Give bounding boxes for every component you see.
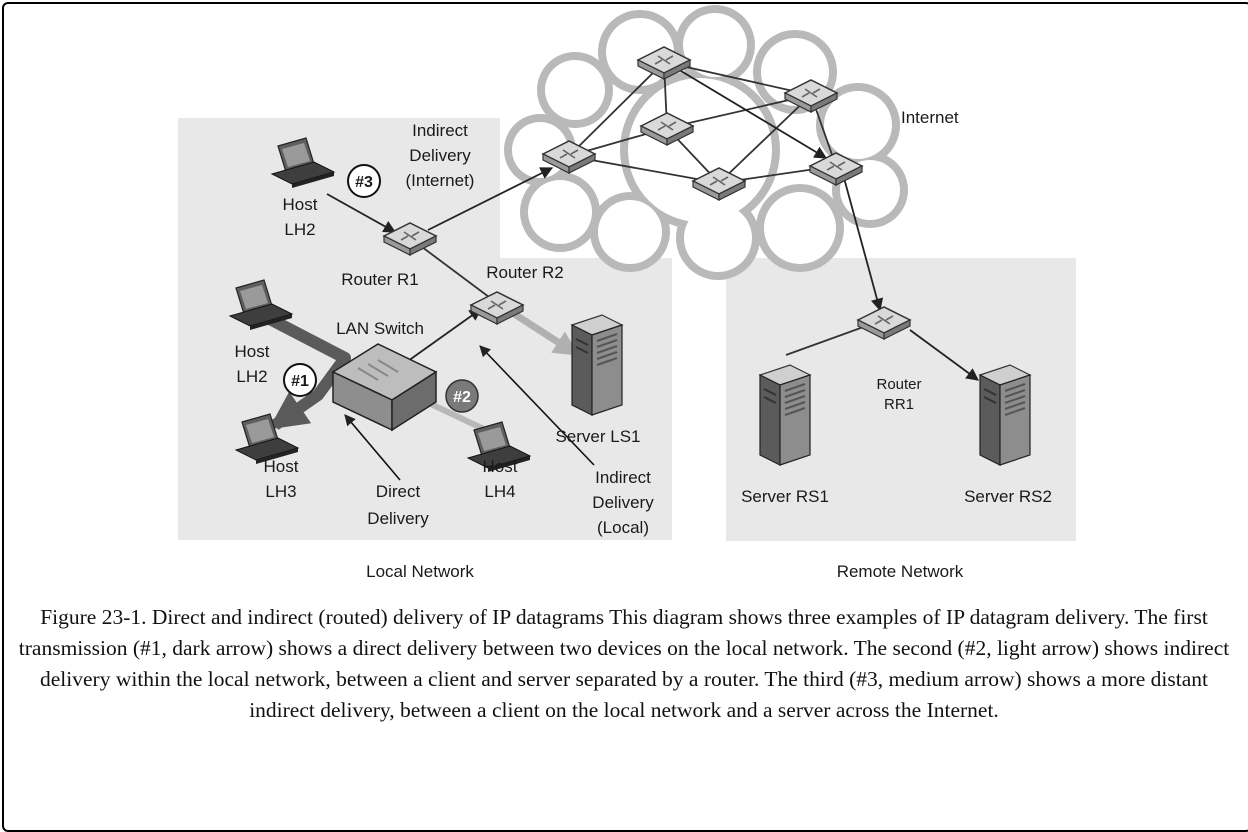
server-rs1 (759, 364, 811, 466)
local-network-region (178, 118, 672, 540)
svg-text:#3: #3 (355, 174, 373, 191)
server-rs1-label: Server RS1 (741, 487, 829, 506)
svg-text:#2: #2 (453, 389, 471, 406)
indirect-internet-label-2: Delivery (409, 146, 471, 165)
router-r1-label: Router R1 (341, 270, 418, 289)
remote-network-label: Remote Network (837, 562, 964, 581)
indirect-internet-label-3: (Internet) (406, 171, 475, 190)
server-rs2 (979, 364, 1031, 466)
figure-caption: Figure 23-1. Direct and indirect (routed… (18, 605, 1230, 722)
svg-text:#1: #1 (291, 373, 309, 390)
callout-arrows (344, 345, 595, 481)
server-ls1 (571, 314, 623, 416)
server-rs2-label: Server RS2 (964, 487, 1052, 506)
local-network-label: Local Network (366, 562, 474, 581)
direct-delivery-label-1: Direct (376, 482, 421, 501)
indirect-local-label-1: Indirect (595, 468, 651, 487)
lan-switch-label: LAN Switch (336, 319, 424, 338)
host-lh2-top-label-2: LH2 (284, 220, 315, 239)
host-lh2-top-label-1: Host (283, 195, 318, 214)
host-lh3-label-1: Host (264, 457, 299, 476)
host-lh3-label-2: LH3 (265, 482, 296, 501)
router-r2-label: Router R2 (486, 263, 563, 282)
host-lh2-mid-label-2: LH2 (236, 367, 267, 386)
lan-switch (331, 343, 438, 432)
indirect-internet-label-1: Indirect (412, 121, 468, 140)
indirect-local-label-3: (Local) (597, 518, 649, 537)
marker-2-badge: #2 (445, 379, 479, 413)
host-lh2-mid-label-1: Host (235, 342, 270, 361)
host-lh4-label-2: LH4 (484, 482, 515, 501)
router-rr1-label-2: RR1 (884, 396, 914, 413)
marker-3-badge: #3 (347, 164, 381, 198)
marker-1-badge: #1 (283, 363, 317, 397)
router-rr1-label-1: Router (876, 376, 921, 393)
direct-delivery-path (265, 312, 351, 430)
server-ls1-label: Server LS1 (555, 427, 640, 446)
internet-label: Internet (901, 108, 959, 127)
direct-delivery-label-2: Delivery (367, 509, 429, 528)
ip-delivery-diagram: #3 #1 #2 Internet Indirect Delivery (Int… (178, 5, 1076, 581)
host-lh4-label-1: Host (483, 457, 518, 476)
indirect-local-label-2: Delivery (592, 493, 654, 512)
indirect-internet-arrows (326, 67, 980, 381)
